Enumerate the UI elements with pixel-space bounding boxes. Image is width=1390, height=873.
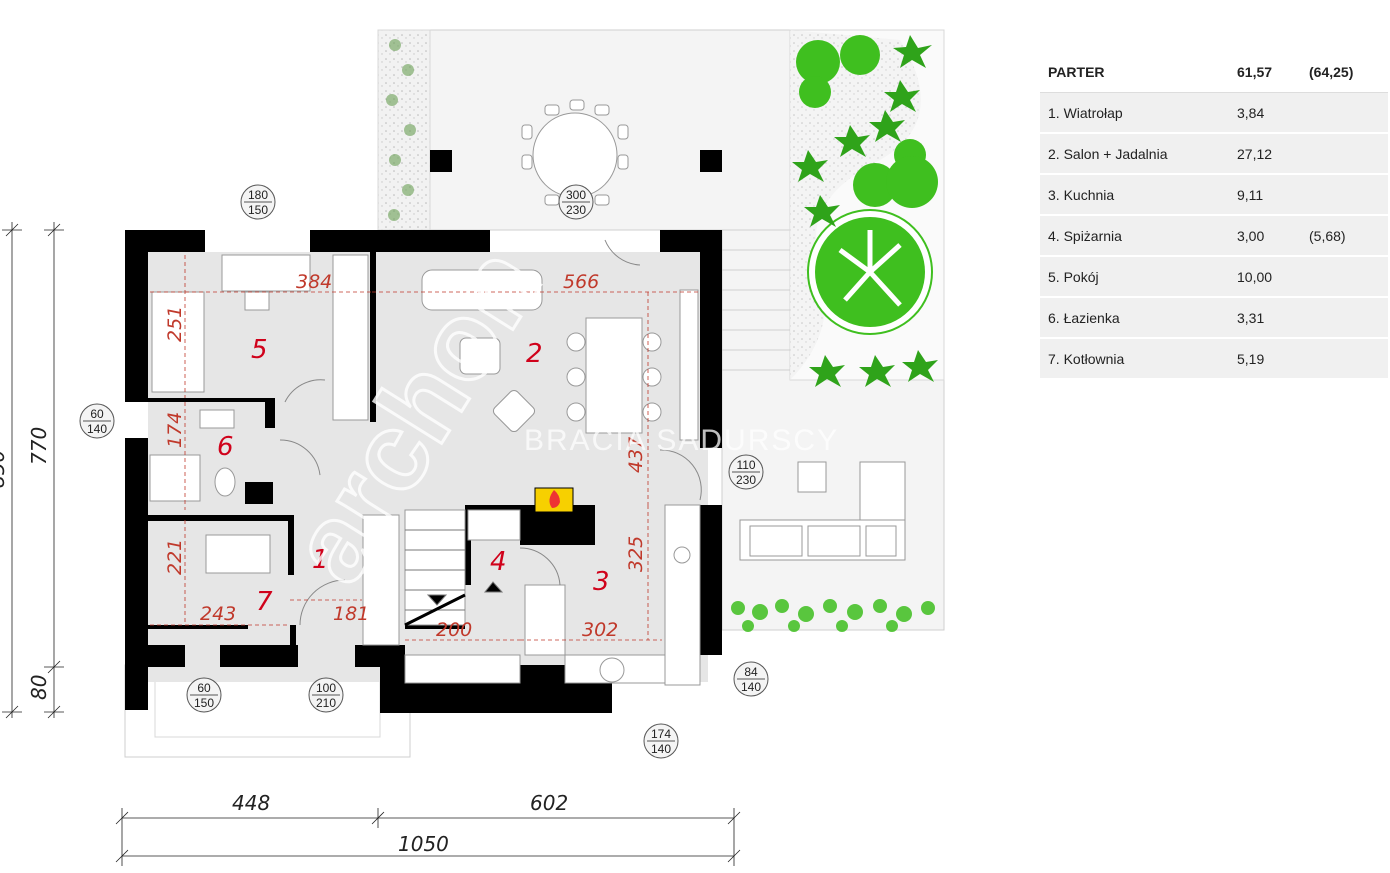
svg-text:140: 140: [741, 680, 761, 694]
floor-area-alt: (64,25): [1301, 52, 1388, 93]
svg-text:180: 180: [248, 188, 268, 202]
dim-left-80: 80: [27, 675, 51, 700]
room-number-4: 4: [490, 547, 507, 577]
svg-text:230: 230: [566, 203, 586, 217]
room-area-alt: [1301, 338, 1388, 380]
room-name: 7. Kotłownia: [1040, 338, 1229, 380]
room-dim-r1-width: 181: [333, 603, 369, 625]
room-area-alt: [1301, 256, 1388, 298]
dim-left-770: 770: [27, 427, 51, 465]
room-dim-r5-height: 251: [164, 306, 186, 342]
svg-text:300: 300: [566, 188, 586, 202]
svg-text:230: 230: [736, 473, 756, 487]
room-area: 27,12: [1229, 133, 1301, 175]
room-area-alt: [1301, 297, 1388, 339]
floor-area: 61,57: [1229, 52, 1301, 93]
room-dim-r2-width: 566: [563, 271, 599, 293]
fireplace-icon: [534, 487, 574, 513]
svg-text:60: 60: [197, 681, 211, 695]
door-swings: [279, 239, 702, 626]
svg-text:84: 84: [744, 665, 758, 679]
room-area-alt: (5,68): [1301, 215, 1388, 257]
svg-text:210: 210: [316, 696, 336, 710]
svg-text:150: 150: [248, 203, 268, 217]
svg-text:110: 110: [736, 458, 755, 472]
room-number-7: 7: [256, 587, 273, 617]
stairs: [404, 529, 504, 627]
room-number-2: 2: [526, 339, 543, 369]
room-number-3: 3: [593, 567, 610, 597]
dim-bottom-right: 602: [530, 791, 568, 815]
room-dimension-lines: [150, 255, 698, 641]
table-row: 3. Kuchnia 9,11: [1040, 174, 1388, 216]
window-badge: 110 230: [728, 454, 764, 490]
window-badge: 174 140: [643, 723, 679, 759]
table-row: 6. Łazienka 3,31: [1040, 297, 1388, 339]
svg-text:150: 150: [194, 696, 214, 710]
window-badge: 180 150: [240, 184, 276, 220]
dim-left-850: 850: [0, 450, 9, 488]
room-area-alt: [1301, 133, 1388, 175]
room-area: 3,00: [1229, 215, 1301, 257]
table-row: 1. Wiatrołap 3,84: [1040, 92, 1388, 134]
room-number-6: 6: [217, 432, 234, 462]
room-dim-r4-width: 200: [436, 619, 472, 641]
table-row: 4. Spiżarnia 3,00 (5,68): [1040, 215, 1388, 257]
terrace-dining-set: [521, 99, 629, 211]
room-dim-r5-width: 384: [296, 271, 332, 293]
room-area-alt: [1301, 174, 1388, 216]
room-dim-r3-width: 302: [582, 619, 618, 641]
window-badge: 84 140: [733, 661, 769, 697]
garden-plants: [386, 35, 938, 632]
svg-text:60: 60: [90, 407, 104, 421]
room-area: 9,11: [1229, 174, 1301, 216]
window-badge: 300 230: [558, 184, 594, 220]
floor-plan: 448 602 1050 770 80 850 384 566 251 174 …: [0, 29, 945, 866]
area-table-header: PARTER 61,57 (64,25): [1040, 52, 1388, 93]
window-badge: 60 150: [186, 677, 222, 713]
area-table: PARTER 61,57 (64,25) 1. Wiatrołap 3,84 2…: [1040, 52, 1388, 380]
window-badge: 60 140: [79, 403, 115, 439]
table-row: 7. Kotłownia 5,19: [1040, 338, 1388, 380]
room-area: 3,31: [1229, 297, 1301, 339]
svg-text:100: 100: [316, 681, 336, 695]
room-name: 3. Kuchnia: [1040, 174, 1229, 216]
svg-text:140: 140: [87, 422, 107, 436]
svg-text:140: 140: [651, 742, 671, 756]
window-badge: 100 210: [308, 677, 344, 713]
room-number-1: 1: [312, 545, 329, 575]
floor-name: PARTER: [1040, 52, 1229, 93]
room-area: 5,19: [1229, 338, 1301, 380]
room-area: 3,84: [1229, 92, 1301, 134]
room-dim-r2-height: 437: [625, 437, 647, 473]
dim-bottom-total: 1050: [398, 832, 449, 856]
window-badges: 180 150 300 230 60 140 110 230 60 150 10…: [79, 184, 769, 759]
room-dim-r3-height: 325: [625, 536, 647, 572]
room-dim-r6-height: 174: [164, 412, 186, 448]
room-dim-r7-width: 243: [200, 603, 236, 625]
room-name: 6. Łazienka: [1040, 297, 1229, 339]
room-name: 4. Spiżarnia: [1040, 215, 1229, 257]
room-number-5: 5: [251, 335, 268, 365]
room-area: 10,00: [1229, 256, 1301, 298]
svg-text:174: 174: [651, 727, 671, 741]
watermark-sub: BRACIA SADURSCY: [524, 424, 839, 457]
furniture: [149, 254, 701, 686]
room-area-alt: [1301, 92, 1388, 134]
room-name: 1. Wiatrołap: [1040, 92, 1229, 134]
dim-bottom-left: 448: [232, 791, 270, 815]
terrace-lounge: [739, 461, 906, 561]
table-row: 2. Salon + Jadalnia 27,12: [1040, 133, 1388, 175]
room-name: 5. Pokój: [1040, 256, 1229, 298]
room-dim-r7-height: 221: [164, 539, 186, 575]
table-row: 5. Pokój 10,00: [1040, 256, 1388, 298]
exterior-dimension-lines: [2, 222, 741, 866]
room-name: 2. Salon + Jadalnia: [1040, 133, 1229, 175]
